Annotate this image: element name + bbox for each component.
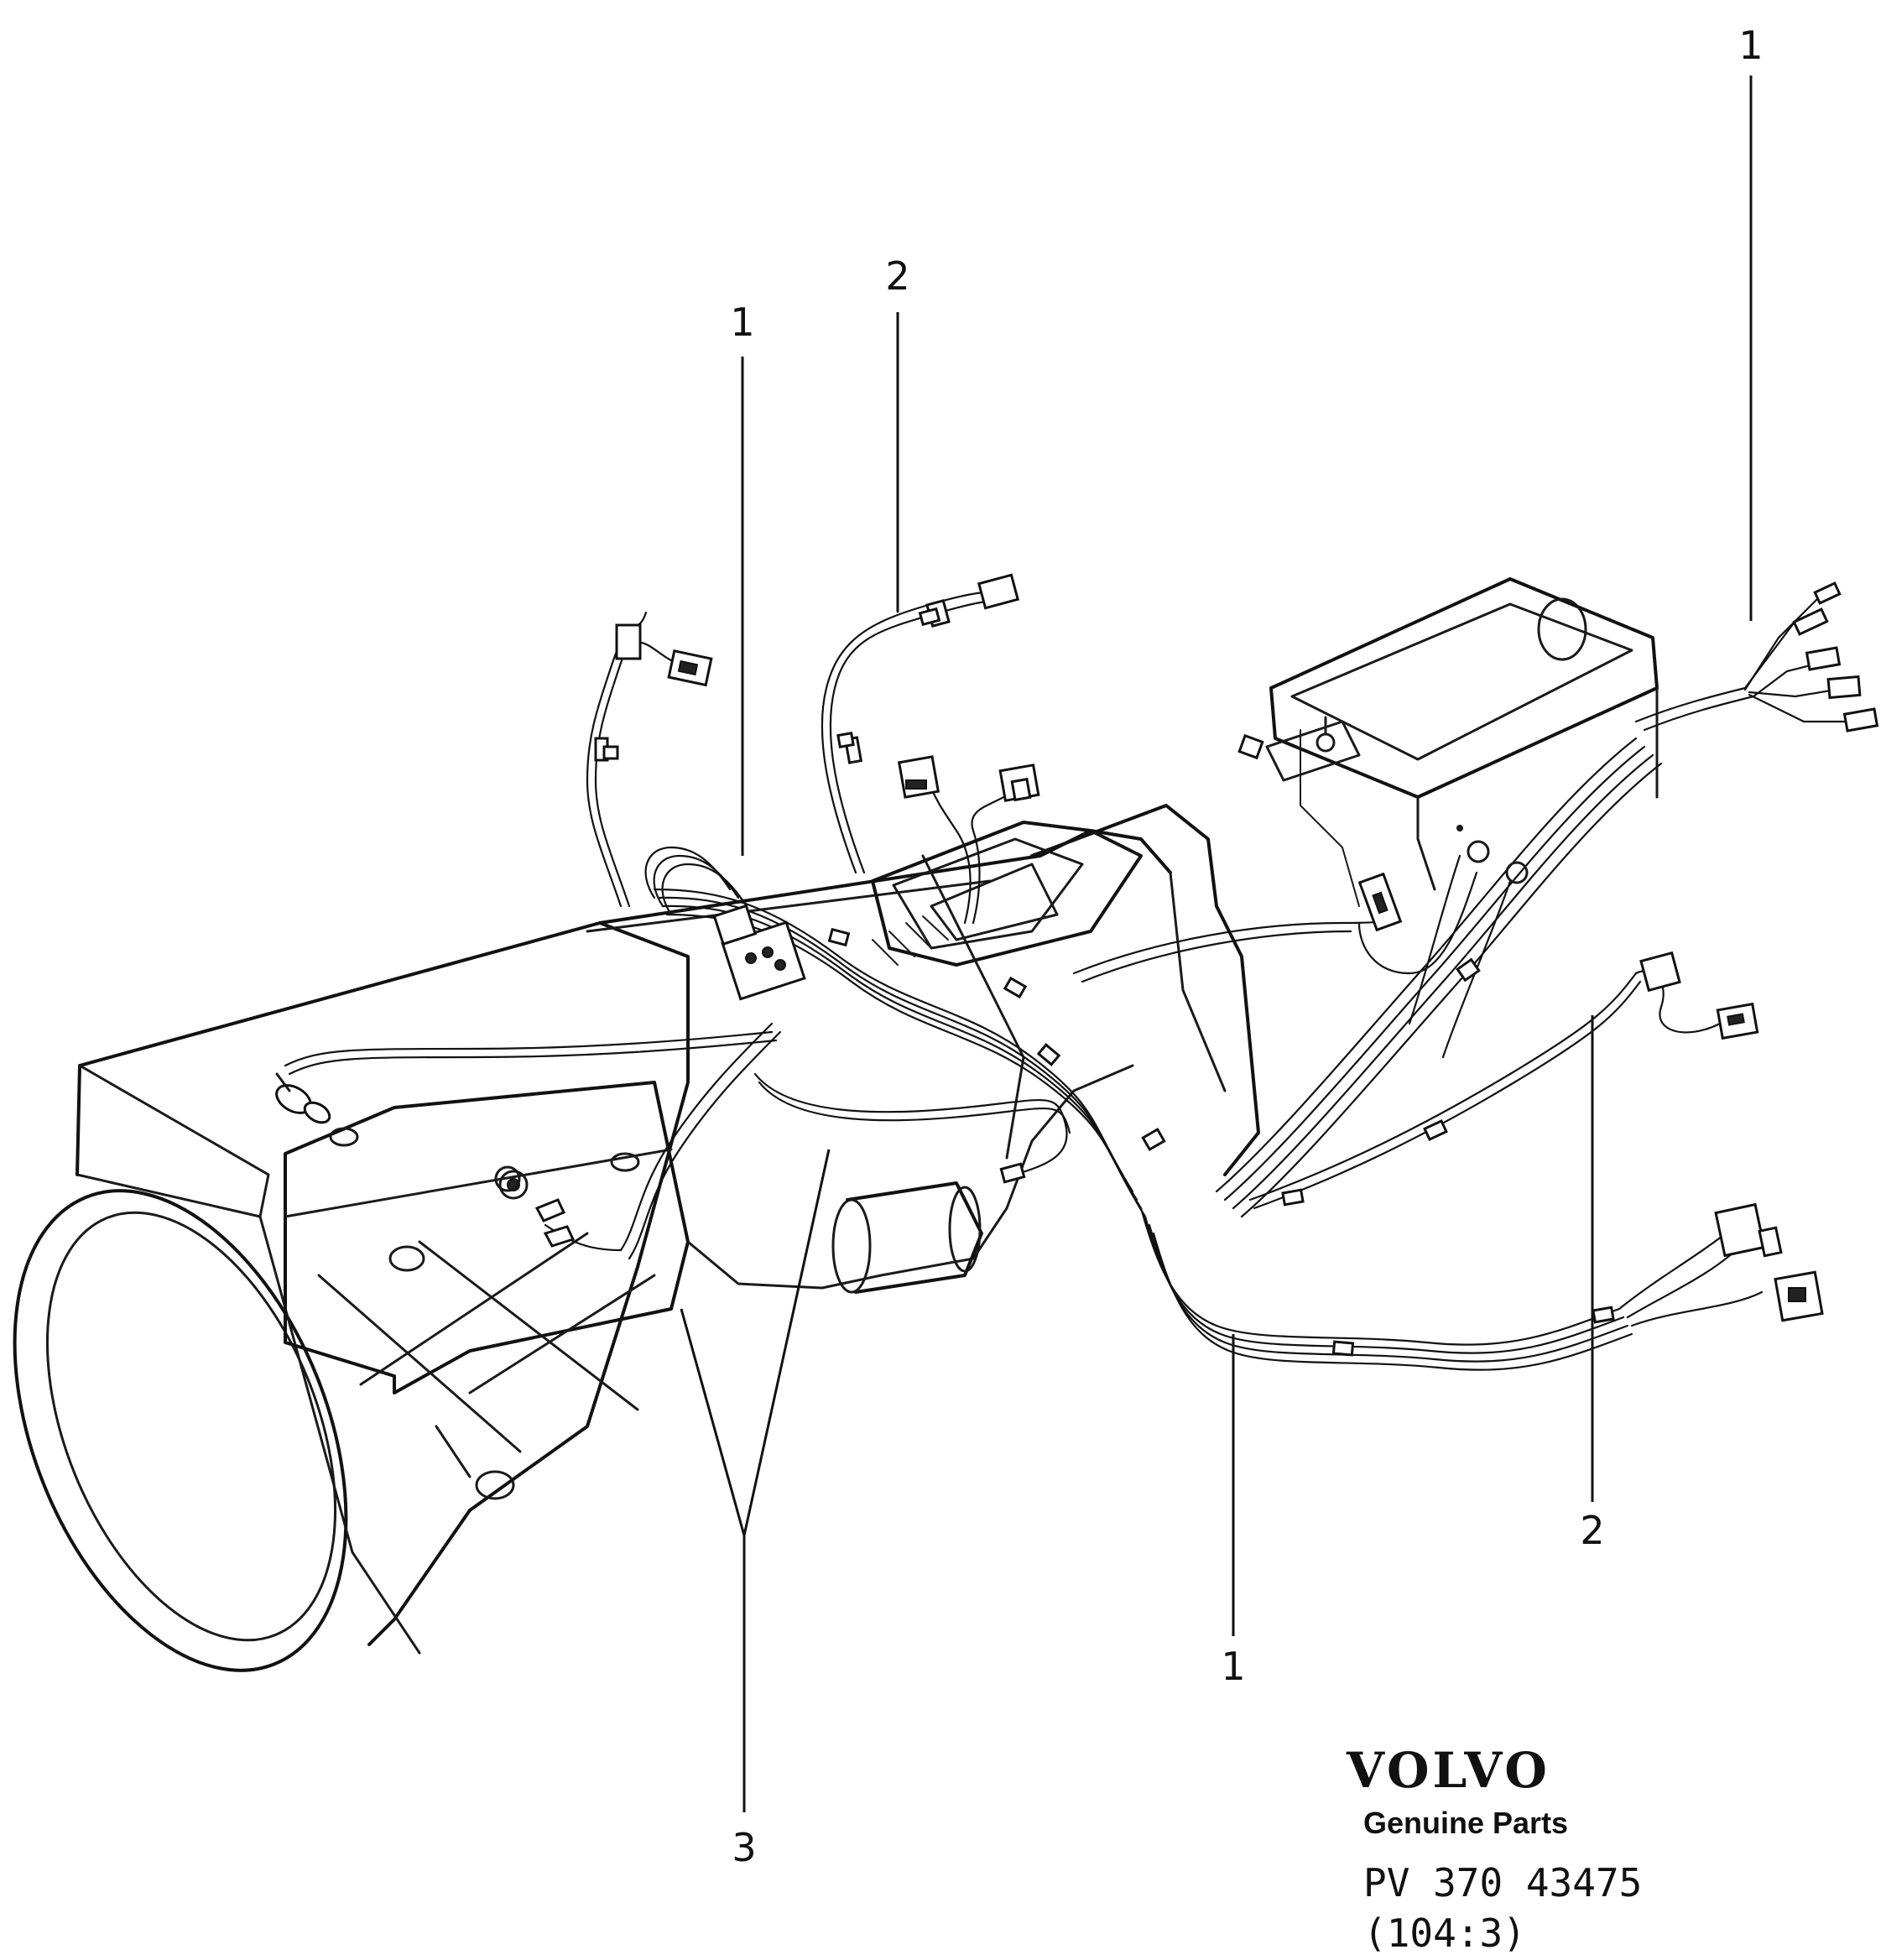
callout-labels: 1 2 1 2 1 3 [730, 23, 1763, 1870]
main-harness-wires [284, 586, 1856, 1371]
callout-1-top-right: 1 [1738, 23, 1763, 68]
callout-2-right: 2 [1580, 1508, 1604, 1553]
diagram-sub-reference: (104:3) [1363, 1910, 1526, 1956]
leader-3-branch-left [680, 1308, 746, 1536]
part-reference: PV 370 43475 [1363, 1860, 1642, 1905]
callout-leaders [680, 76, 1753, 1812]
branding-block: VOLVO Genuine Parts PV 370 43475 (104:3) [1346, 1742, 1642, 1956]
callout-2-top: 2 [885, 253, 909, 299]
callout-1-bottom: 1 [1221, 1644, 1245, 1689]
transmission-housing [13, 577, 1659, 1672]
callout-3-bottom: 3 [732, 1825, 756, 1870]
genuine-parts-label: Genuine Parts [1363, 1806, 1568, 1840]
callout-1-top-left: 1 [730, 300, 754, 345]
harness-connectors [275, 573, 1879, 1357]
volvo-logo: VOLVO [1346, 1742, 1550, 1799]
leader-3-branch-right [742, 1149, 831, 1536]
